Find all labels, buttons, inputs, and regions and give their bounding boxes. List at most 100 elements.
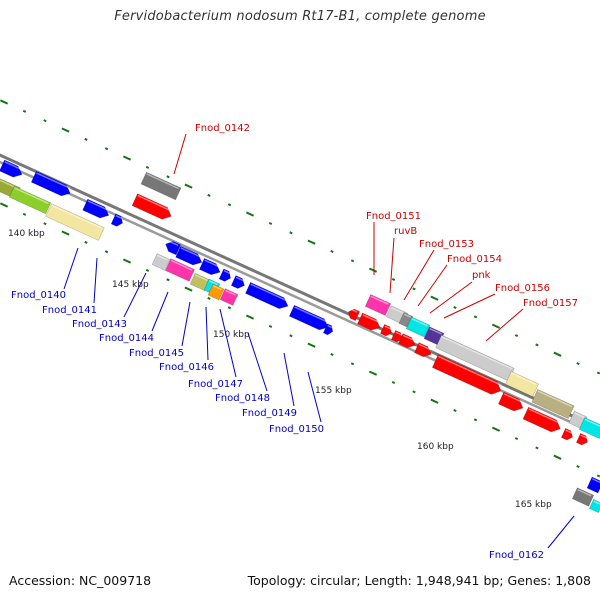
gene-block-shape xyxy=(505,371,539,397)
gene-block xyxy=(175,245,203,266)
kbp-label: 165 kbp xyxy=(515,500,552,510)
gene-block xyxy=(390,329,403,343)
gene-label-lower: Fnod_0148 xyxy=(215,393,270,404)
scale-tick-inner xyxy=(43,222,47,226)
gene-block xyxy=(165,258,195,282)
gene-label-lower: Fnod_0141 xyxy=(42,305,97,316)
gene-label-lower-leader xyxy=(123,272,147,318)
scale-tick-inner xyxy=(330,352,334,356)
scale-tick-inner xyxy=(207,296,211,300)
scale-tick-inner xyxy=(491,426,501,432)
gene-block-highlight xyxy=(402,334,416,342)
gene-label-upper: Fnod_0156 xyxy=(495,283,550,294)
gene-label-lower-leader xyxy=(247,332,268,392)
gene-block-highlight xyxy=(204,259,221,268)
gene-block-shape xyxy=(348,308,361,322)
gene-block-shape xyxy=(322,323,333,336)
scale-tick-inner xyxy=(453,409,457,413)
kbp-label: 150 kbp xyxy=(213,330,250,340)
gene-block-highlight xyxy=(146,173,179,190)
gene-label-upper-leader xyxy=(403,249,435,301)
gene-block-shape xyxy=(357,312,381,331)
scale-tick-outer xyxy=(412,287,416,291)
gene-label-upper: Fnod_0153 xyxy=(419,239,474,250)
gene-block-highlight xyxy=(362,314,381,324)
scale-tick-outer xyxy=(391,278,396,281)
scale-tick-inner xyxy=(0,202,9,208)
scale-tick-outer xyxy=(122,155,132,161)
gene-block-shape xyxy=(364,294,392,316)
gene-block-highlight xyxy=(213,285,222,291)
gene-block-highlight xyxy=(418,343,432,351)
gene-block-highlight xyxy=(36,172,71,190)
scale-tick-inner xyxy=(145,268,150,272)
scale-tick-inner xyxy=(184,286,193,292)
scale-tick-outer xyxy=(514,334,519,338)
gene-label-upper-leader xyxy=(443,293,496,319)
scale-tick-outer xyxy=(553,351,562,357)
scale-tick-outer xyxy=(268,221,273,225)
scale-tick-inner xyxy=(350,362,355,366)
scale-tick-outer xyxy=(184,183,193,189)
gene-block-shape xyxy=(207,283,225,301)
gene-block-shape xyxy=(230,275,245,289)
gene-block xyxy=(560,427,573,441)
gene-block xyxy=(165,240,182,256)
scale-tick-inner xyxy=(122,258,132,264)
scale-tick-inner xyxy=(227,306,232,310)
scale-tick-outer xyxy=(227,203,232,207)
gene-block-shape xyxy=(218,268,231,282)
gene-block-shape xyxy=(531,388,575,420)
kbp-label: 160 kbp xyxy=(417,442,454,452)
gene-label-lower-leader xyxy=(205,306,209,361)
gene-block xyxy=(82,198,110,219)
gene-block-highlight xyxy=(593,500,600,505)
gene-label-upper-leader xyxy=(429,281,473,314)
gene-block-highlight xyxy=(438,355,502,386)
scale-tick-inner xyxy=(289,334,293,338)
gene-block-highlight xyxy=(537,390,572,408)
gene-block-highlight xyxy=(370,295,389,305)
gene-block-highlight xyxy=(294,306,329,324)
gene-block xyxy=(322,323,333,336)
gene-block-highlight xyxy=(157,254,168,261)
gene-block-shape xyxy=(288,304,329,331)
scale-tick-outer xyxy=(535,343,539,347)
gene-block xyxy=(505,371,539,397)
scale-tick-inner xyxy=(22,212,27,216)
gene-block xyxy=(230,275,245,289)
scale-tick-outer xyxy=(145,165,150,169)
gene-block-highlight xyxy=(137,194,172,212)
scale-tick-outer xyxy=(43,119,47,123)
gene-block-highlight xyxy=(584,418,600,428)
gene-block xyxy=(8,185,52,215)
gene-label-lower-leader xyxy=(63,247,79,290)
scale-tick-inner xyxy=(84,240,88,244)
scale-tick-outer xyxy=(0,99,9,105)
gene-label-lower: Fnod_0140 xyxy=(11,290,66,301)
gene-block-shape xyxy=(497,391,524,412)
gene-label-upper-leader xyxy=(485,308,524,342)
gene-label-lower-leader xyxy=(181,301,191,347)
gene-block-highlight xyxy=(592,478,600,484)
scale-tick-outer xyxy=(596,371,600,375)
scale-tick-inner xyxy=(596,474,600,478)
gene-block-highlight xyxy=(503,393,524,404)
gene-block xyxy=(531,388,575,420)
gene-block xyxy=(348,308,361,322)
gene-block-shape xyxy=(390,329,403,343)
gene-block-highlight xyxy=(403,313,411,318)
gene-label-upper: Fnod_0142 xyxy=(195,123,250,134)
gene-block-shape xyxy=(560,427,573,441)
scale-tick-inner xyxy=(535,446,539,450)
gene-label-upper-leader xyxy=(389,237,395,294)
accession-label: Accession: NC_009718 xyxy=(9,573,152,588)
gene-block-highlight xyxy=(51,204,103,229)
gene-block-shape xyxy=(140,171,182,201)
scale-tick-outer xyxy=(491,323,501,329)
gene-block-shape xyxy=(151,253,171,271)
gene-block-highlight xyxy=(327,324,333,329)
scale-tick-inner xyxy=(307,342,316,348)
gene-block xyxy=(398,333,416,348)
gene-label-lower: Fnod_0146 xyxy=(159,362,214,373)
